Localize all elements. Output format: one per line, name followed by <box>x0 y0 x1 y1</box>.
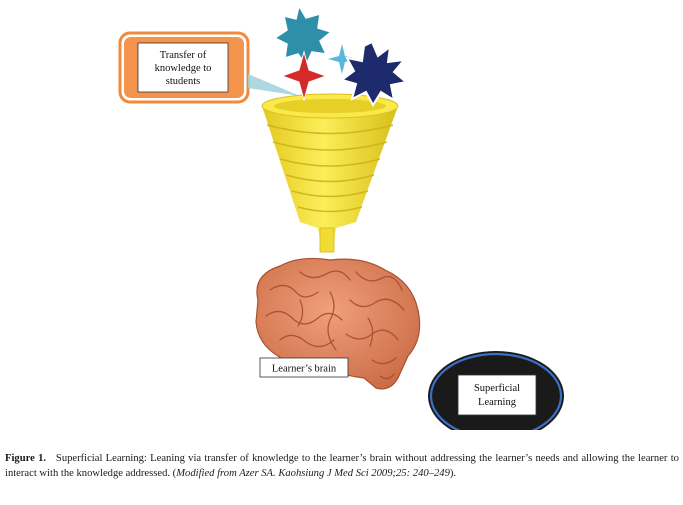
brain-label: Learner’s brain <box>272 364 337 375</box>
sky-star-icon <box>328 44 356 74</box>
caption-closing: ). <box>449 468 457 480</box>
caption-reference: Modified from Azer SA. Kaohsiung J Med S… <box>176 468 450 480</box>
caption-text: Superficial Learning: Leaning via transf… <box>5 453 679 480</box>
superficial-learning-badge: Superficial Learning <box>428 351 564 430</box>
transfer-label-line1: Transfer of <box>160 50 207 61</box>
knowledge-stars <box>273 3 409 108</box>
funnel <box>261 93 399 253</box>
transfer-label-line3: students <box>166 76 200 87</box>
navy-star-icon <box>339 40 409 108</box>
outcome-label-line1: Superficial <box>474 383 520 394</box>
caption-figure-label: Figure 1. <box>5 453 47 464</box>
callout-pointer <box>248 74 300 96</box>
outcome-label-line2: Learning <box>478 397 517 408</box>
diagram-canvas: Transfer of knowledge to students <box>118 3 564 430</box>
red-star-icon <box>280 50 328 102</box>
figure-caption: Figure 1. Superficial Learning: Leaning … <box>5 451 679 481</box>
brain-label-box: Learner’s brain <box>259 357 349 378</box>
transfer-label-line2: knowledge to <box>155 63 212 74</box>
transfer-knowledge-box: Transfer of knowledge to students <box>118 31 250 104</box>
